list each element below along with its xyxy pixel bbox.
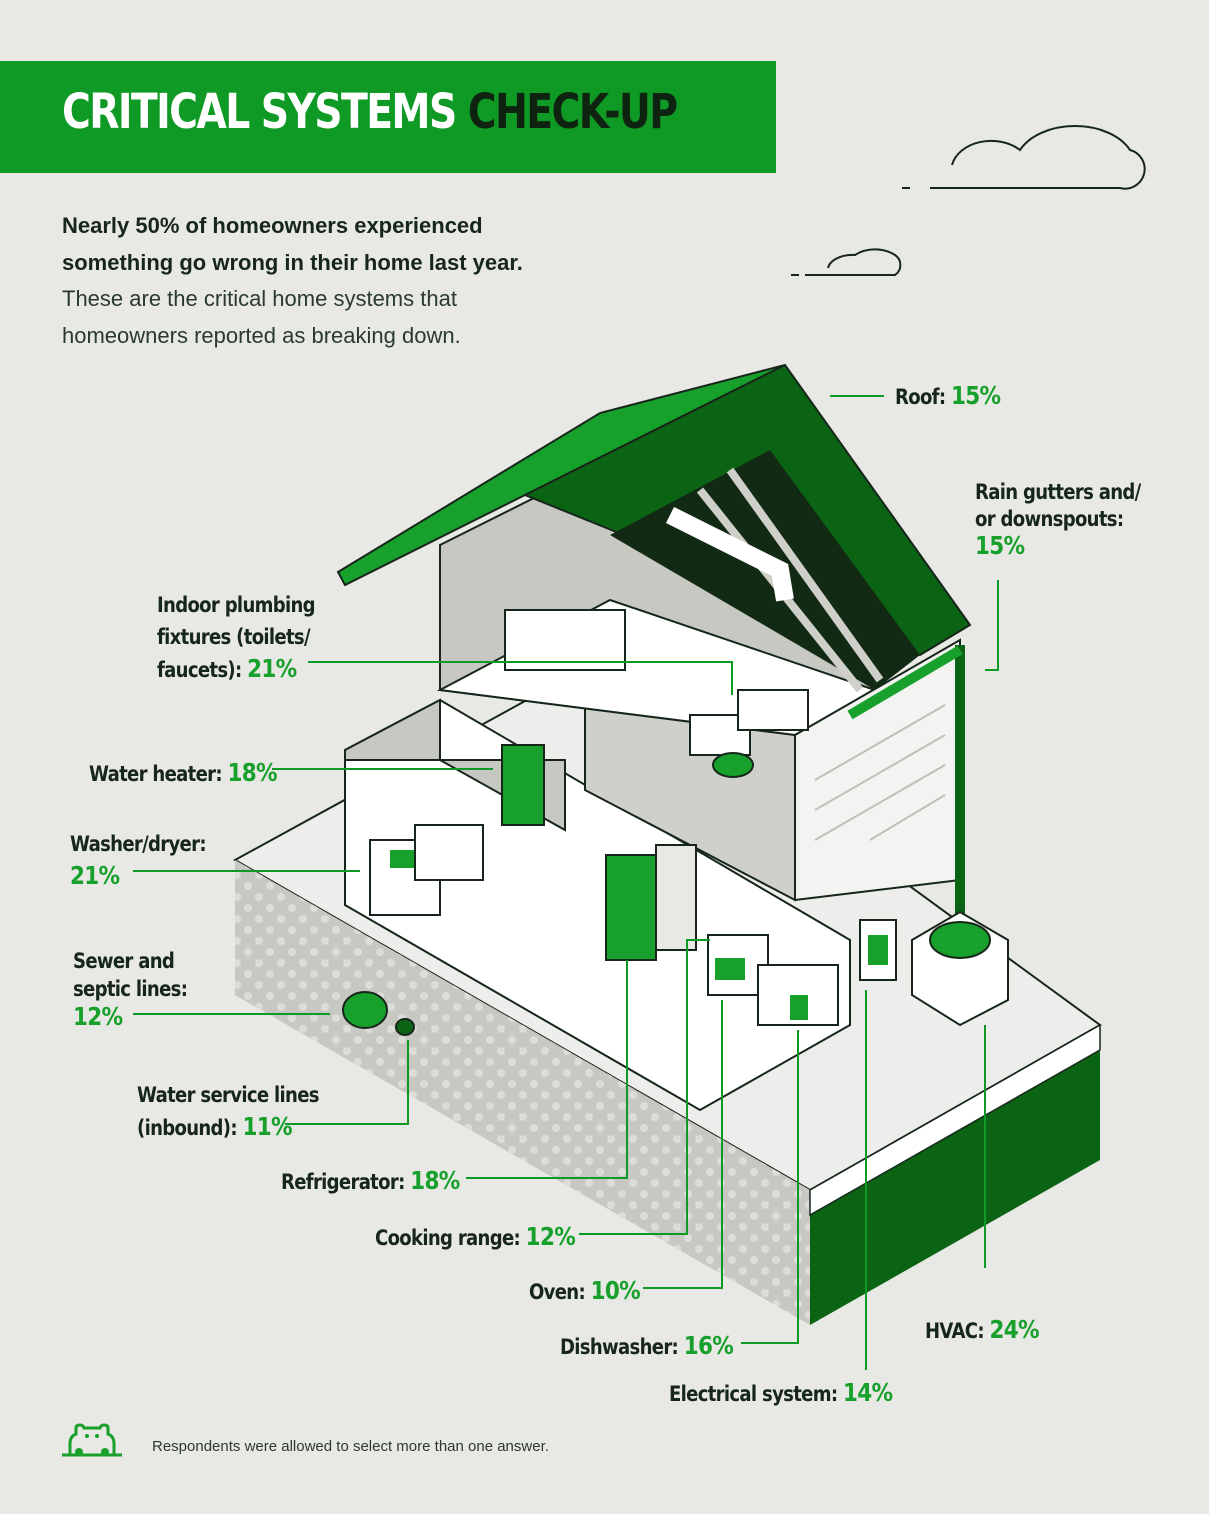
hippo-logo-icon <box>62 1423 122 1457</box>
footnote: Respondents were allowed to select more … <box>152 1438 549 1455</box>
label-dishwasher: Dishwasher: 16% <box>560 1331 734 1360</box>
label-water-service-lines: Water service lines(inbound): 11% <box>137 1083 320 1141</box>
toilet <box>689 714 751 756</box>
label-roof: Roof: 15% <box>895 381 1001 410</box>
leader-lines <box>133 395 999 1370</box>
label-rain-gutters: Rain gutters and/or downspouts:15% <box>975 480 1141 560</box>
cloud-icon <box>791 124 1146 276</box>
sink <box>737 689 809 731</box>
label-oven: Oven: 10% <box>529 1276 641 1305</box>
water-pipe <box>395 1018 415 1036</box>
label-hvac: HVAC: 24% <box>925 1315 1040 1344</box>
title-banner <box>0 61 776 173</box>
bed <box>504 609 626 671</box>
label-electrical-system: Electrical system: 14% <box>669 1378 893 1407</box>
label-water-heater: Water heater: 18% <box>89 758 278 787</box>
page-title: CRITICAL SYSTEMS CHECK-UP <box>62 84 678 140</box>
gutter <box>847 645 963 720</box>
slab-side <box>810 1025 1100 1325</box>
water-heater <box>501 744 545 826</box>
intro-text: Nearly 50% of homeowners experienced som… <box>62 213 523 348</box>
label-washer-dryer: Washer/dryer:21% <box>70 832 207 890</box>
label-refrigerator: Refrigerator: 18% <box>281 1166 460 1195</box>
dryer <box>414 824 484 881</box>
refrigerator <box>605 854 657 961</box>
label-cooking-range: Cooking range: 12% <box>375 1222 576 1251</box>
sewer-pipe <box>342 991 388 1029</box>
